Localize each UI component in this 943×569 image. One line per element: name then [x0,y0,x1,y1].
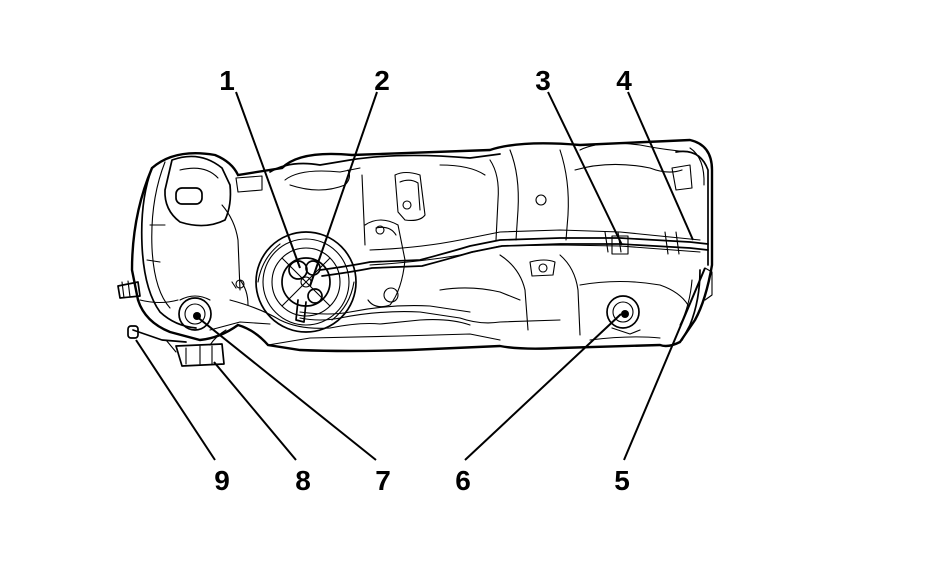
callout-8: 8 [295,465,311,496]
callout-labels: 1 2 3 4 5 6 7 8 9 [214,65,632,496]
connector-assembly [127,325,227,367]
callout-3: 3 [535,65,551,96]
callout-7: 7 [375,465,391,496]
callout-5: 5 [614,465,630,496]
vent-valve-right [606,295,641,335]
leader-lines [135,91,706,461]
callout-6: 6 [455,465,471,496]
fuel-tank-body [117,138,714,353]
callout-1: 1 [219,65,235,96]
callout-2: 2 [374,65,390,96]
fuel-pump-module [255,231,357,333]
callout-4: 4 [616,65,632,96]
callout-9: 9 [214,465,230,496]
